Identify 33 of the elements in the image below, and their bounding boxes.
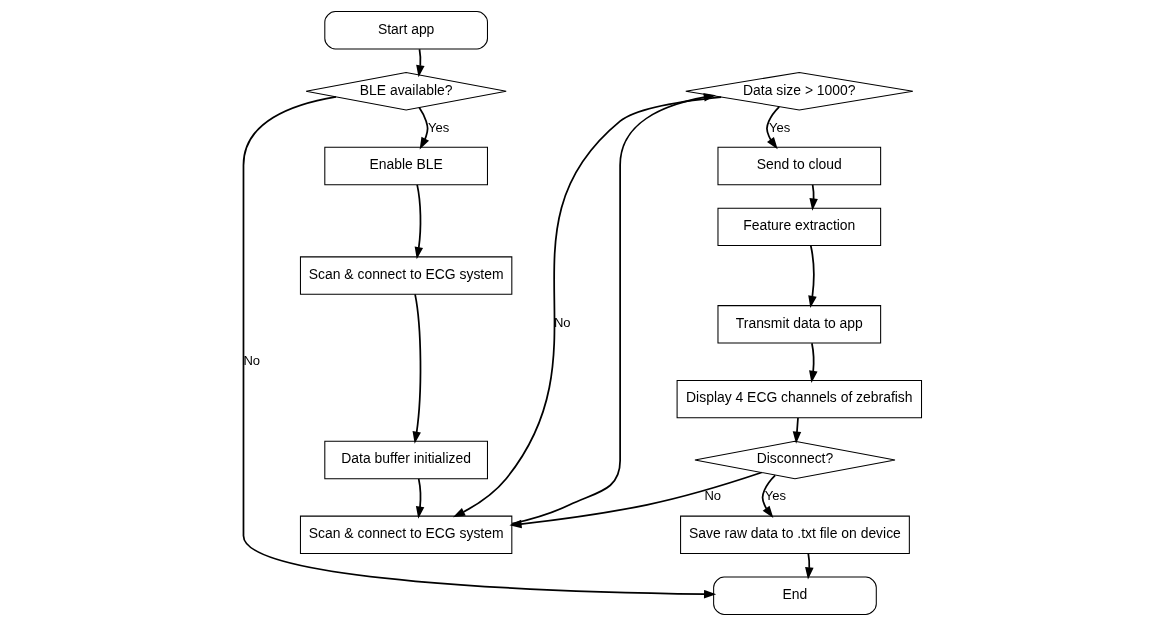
node-diamond: Disconnect? [693,440,895,480]
node-box: Scan & connect to ECG system [299,515,512,555]
edge-label: No [242,352,260,368]
arrow [414,184,423,260]
edge-label: Yes [427,119,449,135]
arrow [807,244,817,309]
arrow [417,106,429,150]
node-box: Data buffer initialized [323,440,488,480]
node-box: Enable BLE [323,146,488,186]
node-box: Save raw data to .txt file on device [679,515,910,555]
node-box: Scan & connect to ECG system [299,256,512,295]
node-box: Send to cloud [716,146,881,186]
arrow [808,342,817,383]
node-box: Feature extraction [716,207,881,247]
arrow [415,48,425,78]
arrow [508,471,762,529]
arrow [415,478,424,519]
arrow [412,293,421,444]
arrow [452,96,722,518]
edge-label: Yes [768,119,790,135]
arrow [765,105,780,150]
node-diamond: Data size > 1000? [684,71,913,111]
edge-label: Yes [764,488,786,504]
node-box: Start app [323,11,488,50]
node-box: Transmit data to app [716,305,881,344]
edge-label: No [703,488,721,504]
node-diamond: BLE available? [305,71,507,111]
arrow [761,474,776,519]
arrow [792,417,801,444]
edge-label: No [553,315,571,331]
arrow [804,552,814,580]
node-box: End [712,576,877,615]
node-box: Display 4 ECG channels of zebrafish [676,379,922,419]
